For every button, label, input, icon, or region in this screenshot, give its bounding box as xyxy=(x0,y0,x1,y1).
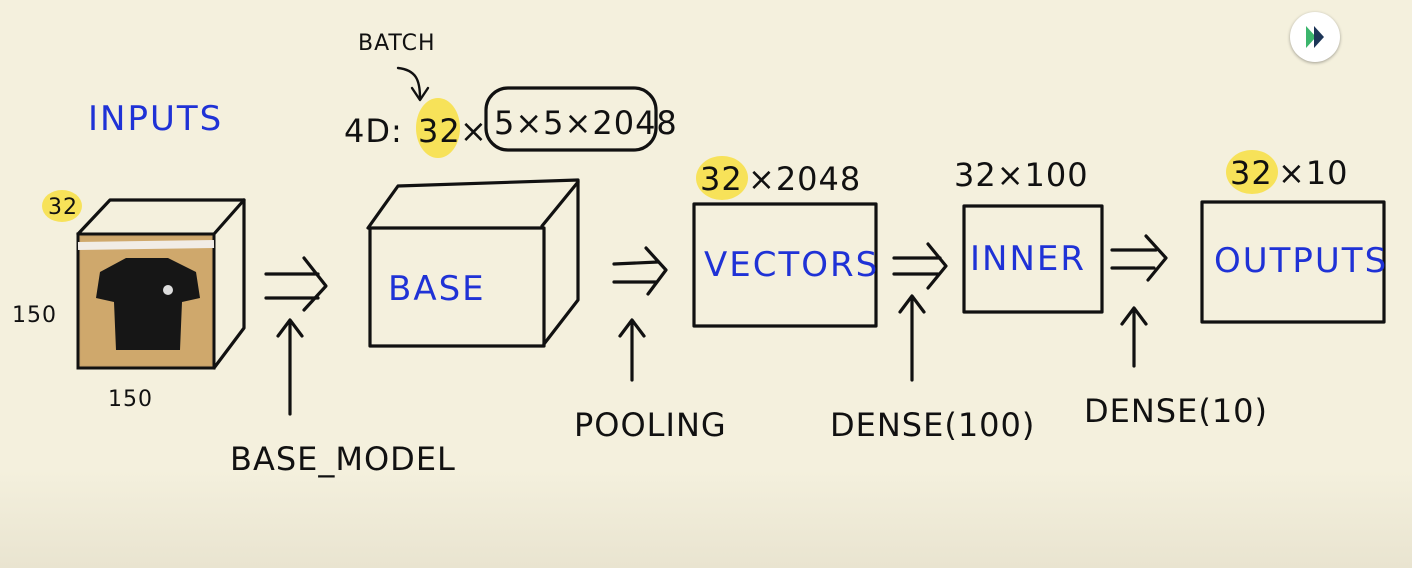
base-cube xyxy=(366,178,580,348)
arrow-base-model-up xyxy=(276,318,304,416)
shape-4d-rest: 5×5×2048 xyxy=(494,104,678,142)
bottom-fade xyxy=(0,470,1412,568)
shape-4d-circle xyxy=(484,86,658,152)
shape-4d-batch-highlight xyxy=(416,98,460,158)
arrow-base-to-vectors xyxy=(612,246,668,296)
pooling-label: POOLING xyxy=(574,406,727,444)
vectors-box xyxy=(692,202,878,328)
batch-note-label: BATCH xyxy=(358,31,436,56)
inner-label: INNER xyxy=(970,239,1086,279)
dense-10-label: DENSE(10) xyxy=(1084,392,1268,430)
outputs-shape-rest: ×10 xyxy=(1278,154,1349,192)
times-sign: × xyxy=(460,112,488,150)
vectors-shape-rest: ×2048 xyxy=(748,160,861,198)
input-width-label: 150 xyxy=(108,387,153,412)
dense-100-label: DENSE(100) xyxy=(830,406,1035,444)
arrow-pooling-up xyxy=(618,318,646,382)
vectors-label: VECTORS xyxy=(704,245,879,285)
arrow-inner-to-outputs xyxy=(1110,234,1168,282)
play-logo-button[interactable] xyxy=(1290,12,1340,62)
outputs-box xyxy=(1200,200,1386,324)
arrow-inputs-to-base xyxy=(264,256,328,312)
outputs-batch-highlight xyxy=(1226,150,1278,194)
input-height-label: 150 xyxy=(12,303,57,328)
input-cube xyxy=(76,198,246,370)
base-label: BASE xyxy=(388,269,486,309)
outputs-label: OUTPUTS xyxy=(1214,241,1388,281)
batch-note-arrow xyxy=(396,66,422,100)
inputs-label: INPUTS xyxy=(88,99,223,139)
vectors-shape-batch: 32 xyxy=(700,160,743,198)
base-model-label: BASE_MODEL xyxy=(230,440,456,478)
outputs-shape-batch: 32 xyxy=(1230,154,1273,192)
input-batch-highlight xyxy=(42,190,82,222)
vectors-batch-highlight xyxy=(696,156,748,200)
arrow-dense10-up xyxy=(1120,306,1148,368)
arrow-vectors-to-inner xyxy=(892,242,948,290)
play-logo-icon xyxy=(1306,26,1324,48)
shape-4d-batch: 32 xyxy=(418,112,461,150)
arrow-dense100-up xyxy=(898,294,926,382)
inner-box xyxy=(962,204,1104,314)
input-batch-label: 32 xyxy=(48,195,78,220)
inner-shape-label: 32×100 xyxy=(954,156,1089,194)
shape-4d-prefix: 4D: xyxy=(344,112,403,150)
